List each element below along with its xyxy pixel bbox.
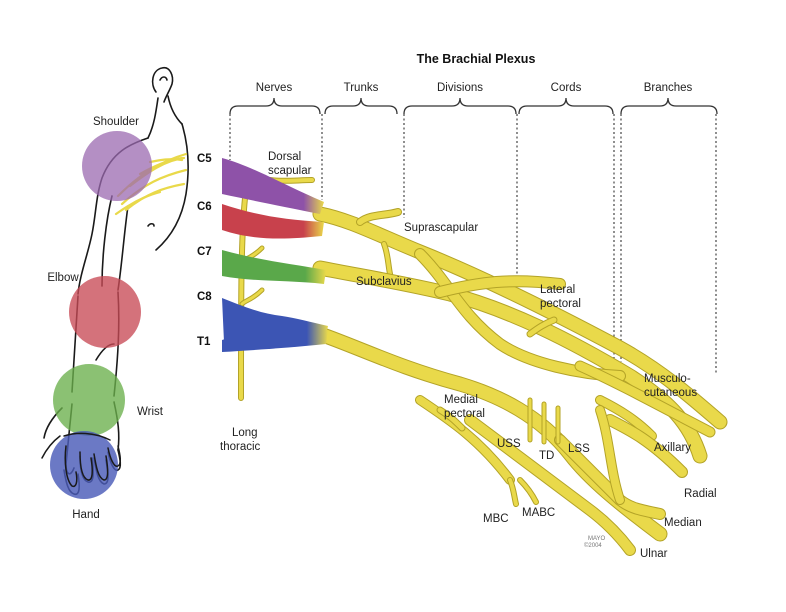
nerve-network: [238, 177, 728, 556]
diagram-title: The Brachial Plexus: [417, 52, 536, 66]
root-t1: T1: [197, 336, 211, 348]
hand-label: Hand: [72, 509, 100, 521]
column-divisions: Divisions: [437, 82, 483, 94]
spinal-roots: [222, 158, 328, 352]
hand-outline: [41, 432, 122, 488]
root-c7-band: [222, 250, 326, 284]
long-thoracic-label-2: thoracic: [220, 441, 261, 453]
td-label: TD: [539, 450, 554, 462]
column-brackets: [229, 97, 718, 115]
root-t1-band: [222, 329, 328, 352]
musculocutaneous-label-1: Musculo-: [644, 373, 691, 385]
root-c8: C8: [197, 291, 212, 303]
subclavius-label: Subclavius: [356, 276, 412, 288]
musculocutaneous-label-2: cutaneous: [644, 387, 697, 399]
column-headers: Nerves Trunks Divisions Cords Branches: [229, 82, 718, 375]
long-thoracic-label-1: Long: [232, 427, 258, 439]
lateral-pectoral-label-2: pectoral: [540, 298, 581, 310]
medial-pectoral-label-2: pectoral: [444, 408, 485, 420]
root-c7: C7: [197, 246, 212, 258]
root-c5-band: [222, 158, 324, 214]
body-region-circles: [50, 131, 152, 499]
shoulder-circle: [82, 131, 152, 201]
root-c6: C6: [197, 201, 212, 213]
elbow-circle: [69, 276, 141, 348]
suprascapular-label: Suprascapular: [404, 222, 478, 234]
dorsal-scapular-label-2: scapular: [268, 165, 312, 177]
mbc-label: MBC: [483, 513, 509, 525]
signature-line-1: MAYO: [588, 536, 606, 542]
column-nerves: Nerves: [256, 82, 293, 94]
column-branches: Branches: [644, 82, 693, 94]
root-c5: C5: [197, 153, 212, 165]
elbow-label: Elbow: [47, 272, 79, 284]
column-dividers: [229, 114, 717, 375]
mabc-label: MABC: [522, 507, 555, 519]
ulnar-label: Ulnar: [640, 548, 668, 560]
lateral-pectoral-label-1: Lateral: [540, 284, 575, 296]
lss-label: LSS: [568, 443, 590, 455]
signature-line-2: ©2004: [584, 542, 602, 549]
dorsal-scapular-label-1: Dorsal: [268, 151, 301, 163]
column-cords: Cords: [551, 82, 582, 94]
column-trunks: Trunks: [344, 82, 379, 94]
radial-label: Radial: [684, 488, 717, 500]
uss-label: USS: [497, 438, 521, 450]
wrist-circle: [53, 364, 125, 436]
root-c6-band: [222, 204, 324, 239]
root-labels: C5 C6 C7 C8 T1: [197, 153, 212, 348]
medial-pectoral-label-1: Medial: [444, 394, 478, 406]
wrist-label: Wrist: [137, 406, 164, 418]
nerve-labels: Dorsal scapular Suprascapular Subclavius…: [220, 151, 717, 560]
shoulder-label: Shoulder: [93, 116, 139, 128]
median-label: Median: [664, 517, 702, 529]
axillary-label: Axillary: [654, 442, 691, 454]
hand-circle: [50, 431, 118, 499]
